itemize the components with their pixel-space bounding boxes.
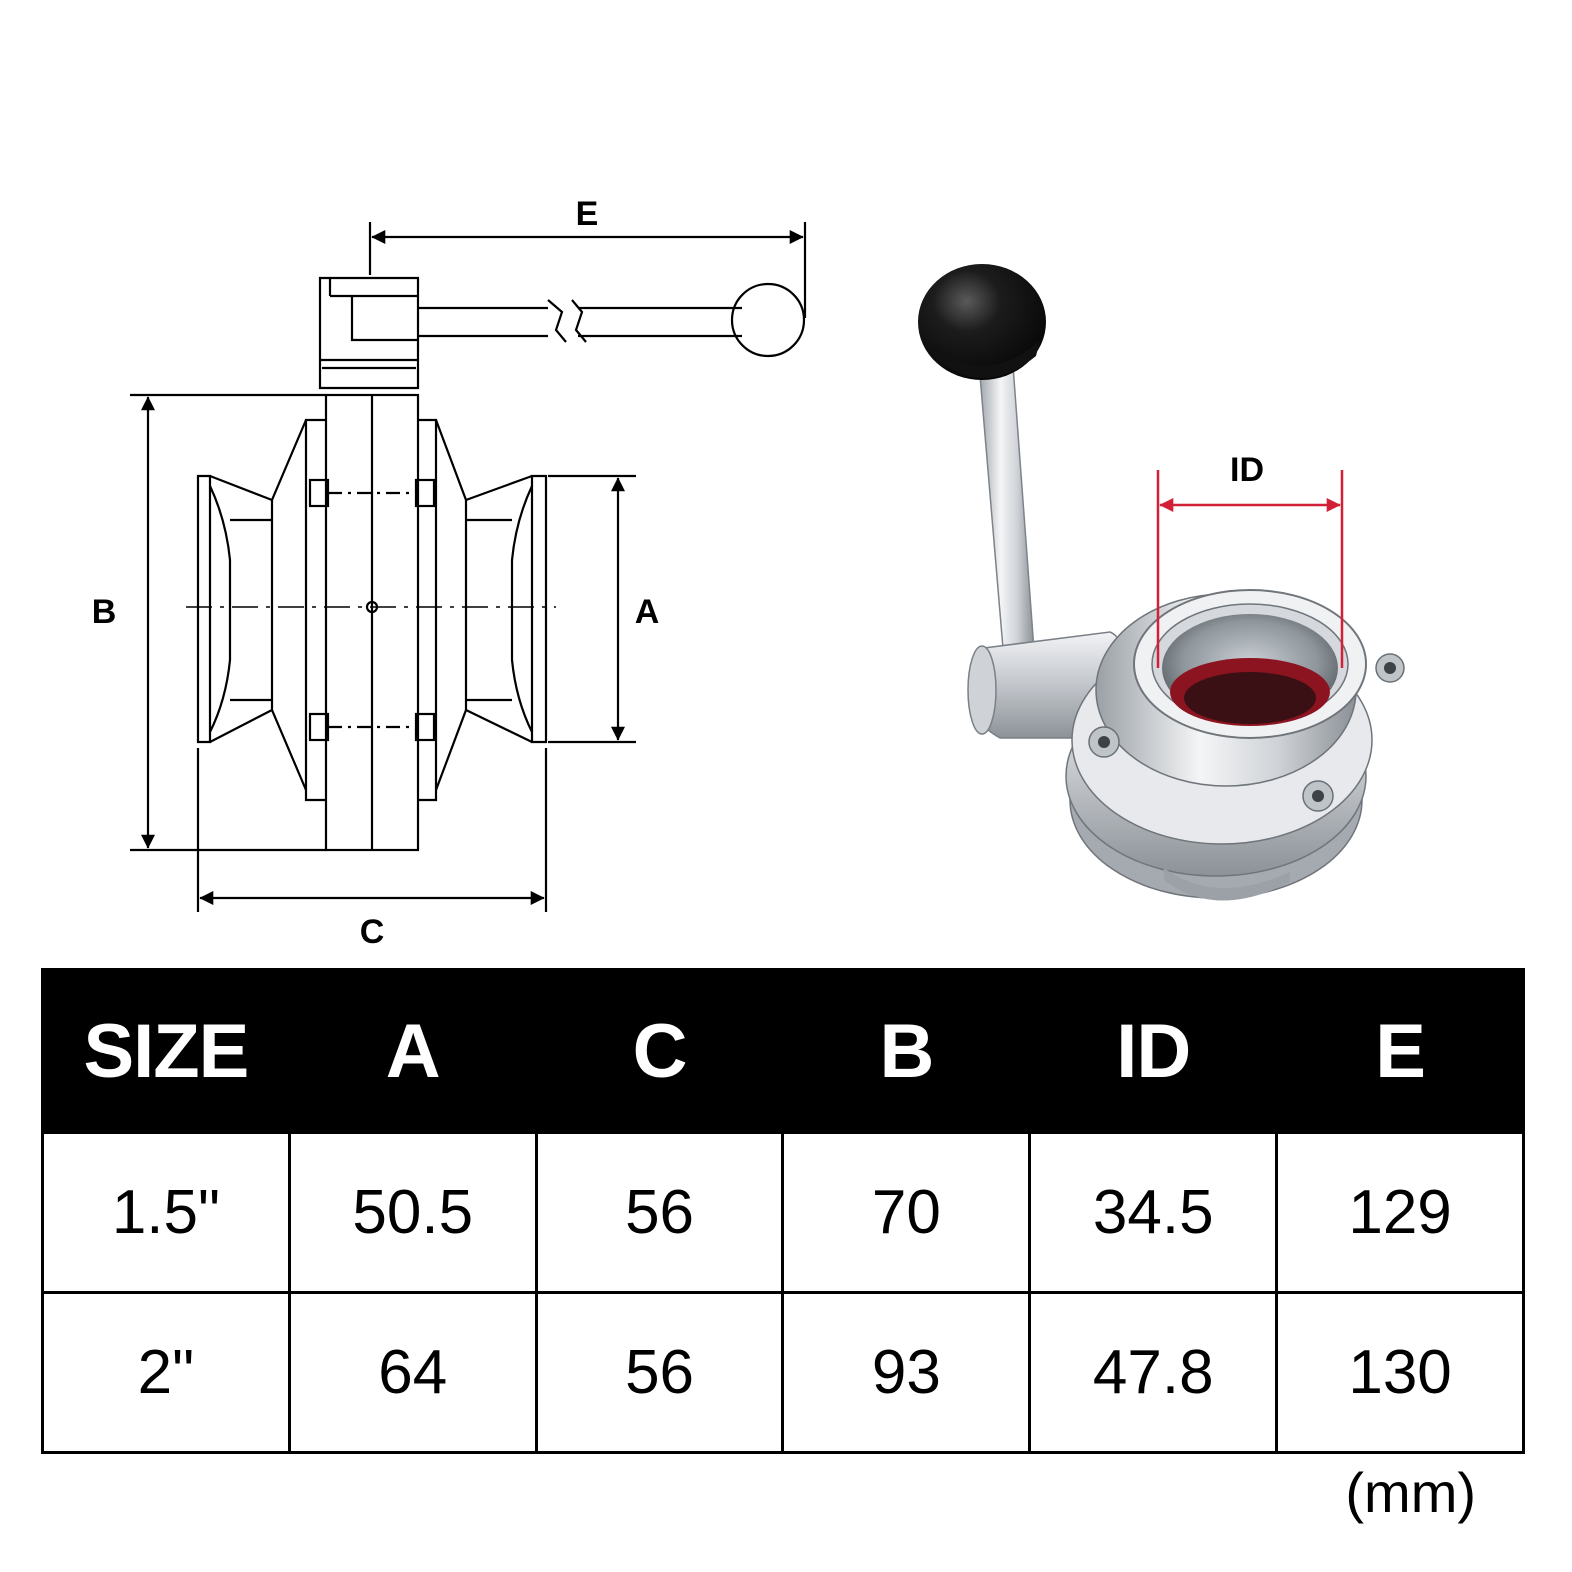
column-header-b: B [781,968,1032,1134]
unit-note: (mm) [1345,1461,1476,1524]
table-cell: 47.8 [1028,1291,1279,1454]
technical-side-view [130,222,807,912]
dimension-label-a: A [635,593,660,631]
table-cell: 70 [781,1131,1032,1294]
valve-dimension-drawing: E B A C I [92,195,1405,951]
table-cell: 130 [1275,1291,1525,1454]
table-cell: 129 [1275,1131,1525,1294]
table-cell: 1.5" [41,1131,291,1294]
column-header-c: C [535,968,785,1134]
table-row: 1.5" 50.5 56 70 34.5 129 [41,1131,1525,1294]
dimension-label-c: C [360,913,385,951]
column-header-e: E [1275,968,1525,1134]
column-header-size: SIZE [41,968,291,1134]
dimension-label-id: ID [1230,451,1264,489]
table-cell: 50.5 [287,1131,538,1294]
dimension-id [1156,470,1344,668]
dimension-spec-table: SIZE A C B ID E 1.5" 50.5 56 70 34.5 129… [41,968,1525,1454]
table-cell: 93 [781,1291,1032,1454]
table-row: 2" 64 56 93 47.8 130 [41,1291,1525,1454]
table-cell: 64 [287,1291,538,1454]
lever-knob [918,264,1046,380]
table-cell: 56 [534,1131,785,1294]
table-header-row: SIZE A C B ID E [41,968,1525,1134]
dimension-label-b: B [92,593,117,631]
table-cell: 34.5 [1028,1131,1279,1294]
dimension-label-e: E [576,195,599,233]
column-header-a: A [288,968,538,1134]
table-cell: 56 [534,1291,785,1454]
lever-rod [977,351,1035,662]
column-header-id: ID [1028,968,1279,1134]
table-cell: 2" [41,1291,291,1454]
valve-product-image [918,264,1405,901]
